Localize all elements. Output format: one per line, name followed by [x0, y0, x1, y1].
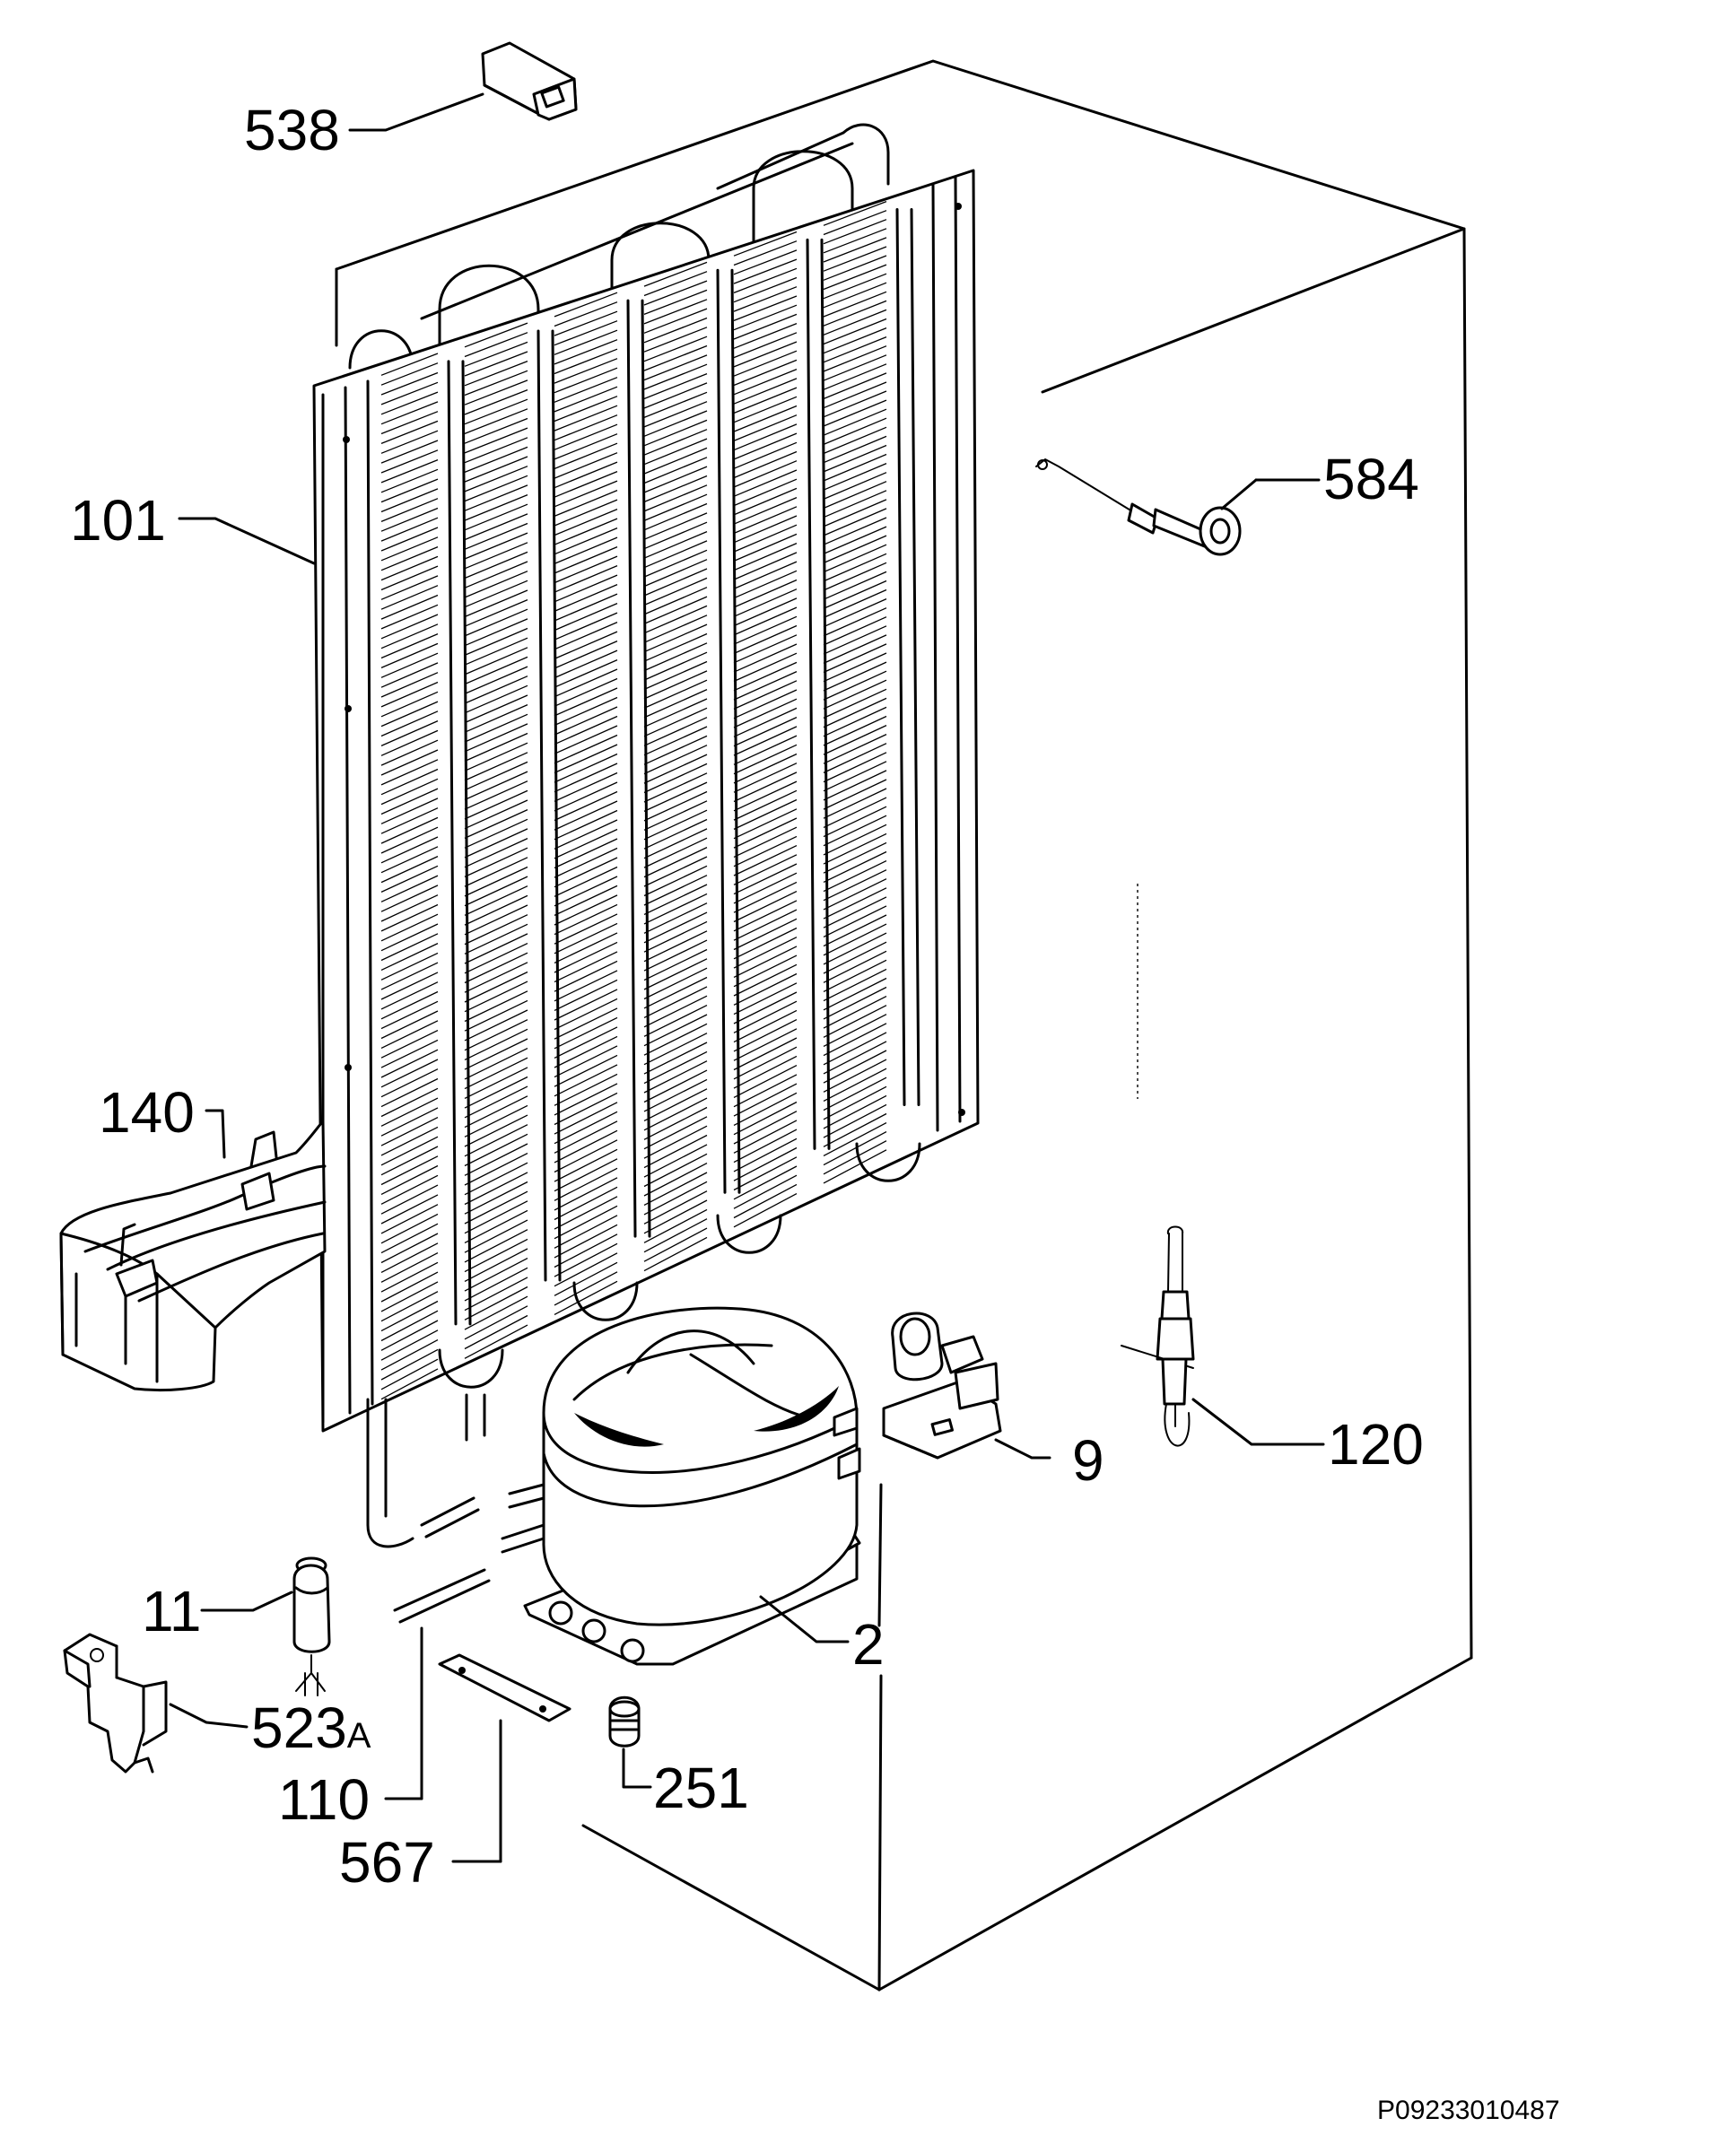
part-labels: 538 584 101 140 9 120 11 2 523A 110 251 …	[70, 98, 1560, 2125]
door-probe-icon	[1035, 458, 1242, 556]
compressor-dome-icon	[501, 1306, 861, 1666]
drawing-code: P09233010487	[1377, 2096, 1560, 2125]
condenser-tube-3	[716, 268, 727, 1194]
condenser-tube-2	[641, 299, 651, 1238]
condenser-coil-icon	[312, 123, 980, 1548]
condenser-tube-3	[730, 268, 741, 1194]
label-2: 2	[852, 1612, 885, 1677]
cabinet-outline	[335, 59, 1473, 1992]
label-523a: 523A	[251, 1695, 371, 1760]
mount-bracket-icon	[63, 1633, 168, 1774]
condenser-tube-5	[910, 208, 920, 1107]
label-101: 101	[70, 488, 166, 553]
condenser-tube-2	[626, 299, 637, 1238]
pipe-tube-icon	[393, 1496, 491, 1624]
label-251: 251	[653, 1756, 749, 1820]
label-584: 584	[1323, 447, 1419, 511]
label-120: 120	[1328, 1412, 1424, 1477]
condenser-tube-5	[895, 208, 906, 1107]
condenser-tube-0	[447, 360, 458, 1326]
label-140: 140	[99, 1080, 195, 1145]
label-523-number: 523	[251, 1695, 347, 1760]
plug-cap-icon	[481, 41, 578, 121]
condenser-tube-4	[806, 238, 816, 1150]
condenser-tube-1	[551, 329, 562, 1282]
condenser-tube-0	[461, 360, 472, 1326]
condenser-tube-4	[820, 238, 831, 1150]
label-110: 110	[278, 1767, 370, 1832]
condenser-tube-1	[537, 329, 547, 1282]
filter-drier-icon	[292, 1556, 331, 1696]
label-523-suffix: A	[347, 1716, 371, 1756]
thermal-probe-icon	[1121, 1225, 1195, 1447]
grommet-icon	[608, 1695, 641, 1748]
leader-lines	[169, 92, 1325, 1863]
label-538: 538	[244, 98, 340, 162]
label-11: 11	[142, 1579, 201, 1643]
relay-clip-icon	[882, 1312, 1002, 1460]
label-567: 567	[339, 1830, 435, 1895]
fin-hatching	[380, 200, 887, 1400]
drip-tray-icon	[59, 1120, 327, 1392]
label-9: 9	[1072, 1428, 1104, 1493]
mounting-plate-icon	[438, 1653, 571, 1722]
